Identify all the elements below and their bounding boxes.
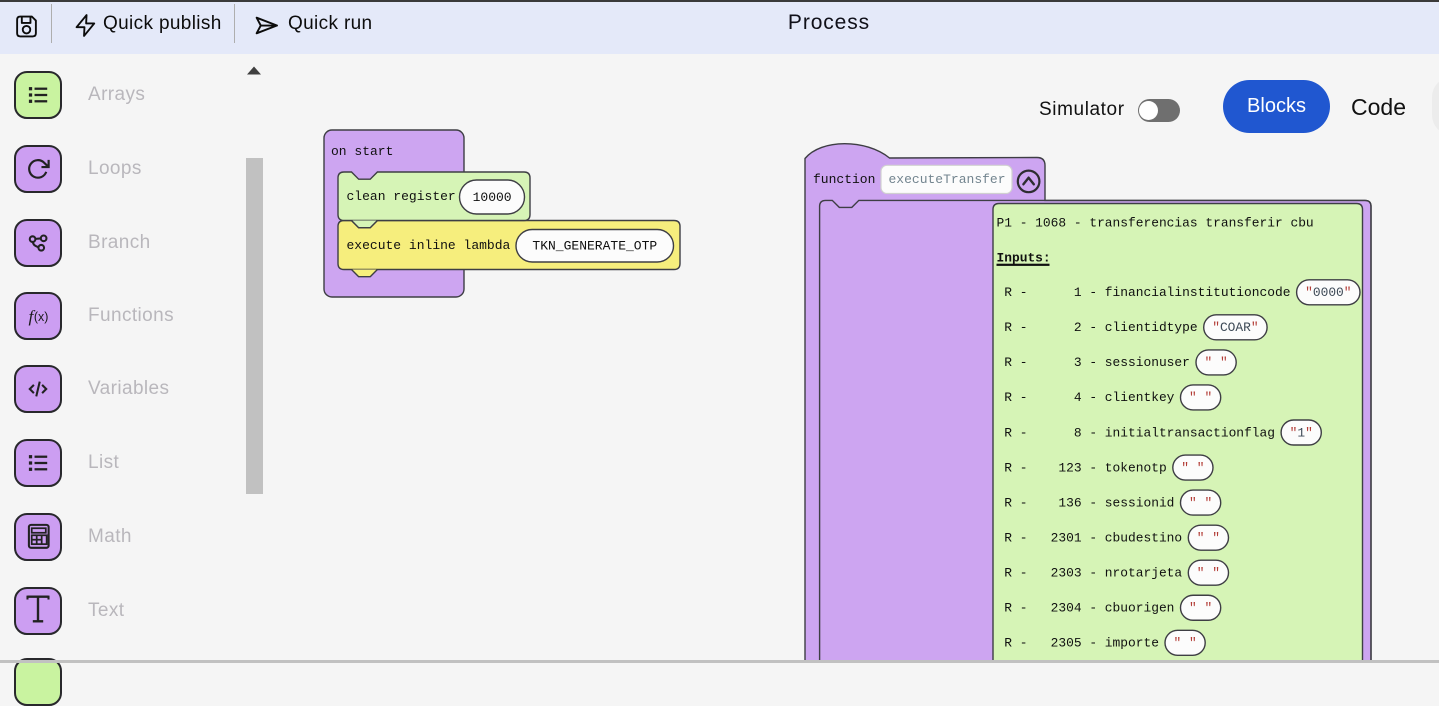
svg-text:" ": " " <box>1197 530 1220 545</box>
svg-text:"0000": "0000" <box>1305 285 1351 300</box>
svg-text:" ": " " <box>1189 601 1212 616</box>
svg-text:" ": " " <box>1174 636 1197 651</box>
svg-text:Inputs:: Inputs: <box>997 251 1051 266</box>
svg-text:"1": "1" <box>1290 425 1313 440</box>
svg-text:" ": " " <box>1189 495 1212 510</box>
svg-text:R - 2304 - cbuorigen: R - 2304 - cbuorigen <box>997 601 1175 616</box>
svg-text:executeTransfer: executeTransfer <box>889 172 1006 187</box>
svg-text:R - 136 - sessionid: R - 136 - sessionid <box>997 495 1175 510</box>
svg-text:R - 4 - clientkey: R - 4 - clientkey <box>997 390 1175 405</box>
svg-text:" ": " " <box>1197 565 1220 580</box>
svg-text:R - 2 - clientidtype: R - 2 - clientidtype <box>997 320 1198 335</box>
svg-text:R - 8 - initialtransactio: R - 8 - initialtransactionflag <box>997 425 1275 440</box>
svg-text:on start: on start <box>331 144 393 159</box>
svg-text:"COAR": "COAR" <box>1212 320 1258 335</box>
svg-text:" ": " " <box>1205 355 1228 370</box>
svg-text:R - 3 - sessionuser: R - 3 - sessionuser <box>997 355 1190 370</box>
svg-text:R - 1 - financialinstitut: R - 1 - financialinstitutioncode <box>997 285 1291 300</box>
svg-text:execute inline lambda: execute inline lambda <box>347 238 511 253</box>
svg-text:" ": " " <box>1189 390 1212 405</box>
svg-text:R - 123 - tokenotp: R - 123 - tokenotp <box>997 460 1167 475</box>
svg-text:R - 2305 - importe: R - 2305 - importe <box>997 636 1159 651</box>
svg-text:TKN_GENERATE_OTP: TKN_GENERATE_OTP <box>532 239 657 254</box>
svg-text:clean register: clean register <box>347 189 456 204</box>
svg-text:function: function <box>813 172 875 187</box>
svg-text:" ": " " <box>1181 460 1204 475</box>
svg-text:P1 - 1068 - transferencias tra: P1 - 1068 - transferencias transferir cb… <box>997 216 1314 231</box>
svg-text:10000: 10000 <box>473 190 512 205</box>
svg-text:R - 2301 - cbudestino: R - 2301 - cbudestino <box>997 530 1183 545</box>
svg-text:R - 2303 - nrotarjeta: R - 2303 - nrotarjeta <box>997 565 1183 580</box>
